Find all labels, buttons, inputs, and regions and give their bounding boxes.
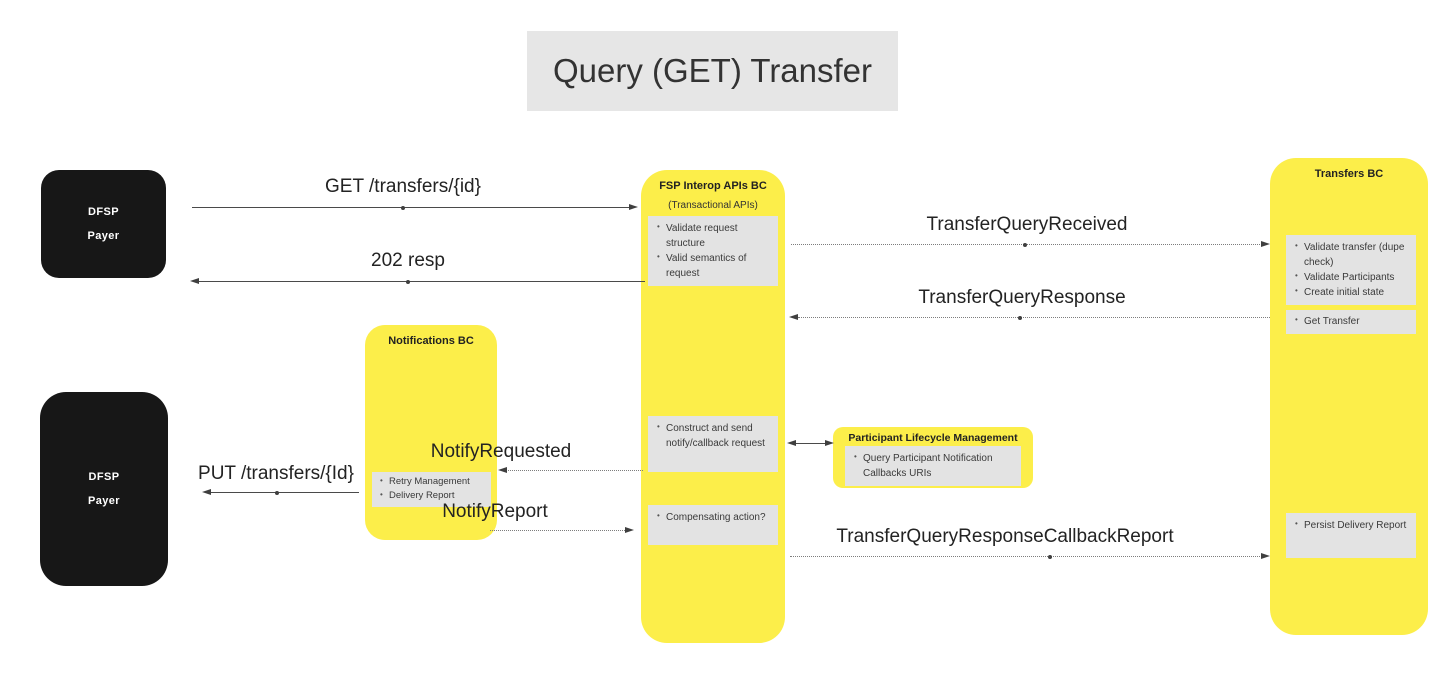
notifications-task-panel: Retry Management Delivery Report bbox=[372, 472, 491, 507]
arrowhead-left-icon bbox=[789, 314, 798, 320]
message-label-put-transfers: PUT /transfers/{Id} bbox=[198, 463, 354, 484]
task-item: Get Transfer bbox=[1290, 314, 1414, 329]
task-item: Compensating action? bbox=[652, 510, 776, 525]
arrowhead-right-icon bbox=[1261, 553, 1270, 559]
component-transfers-bc: Transfers BC Validate transfer (dupe che… bbox=[1270, 158, 1428, 635]
arrowhead-left-icon bbox=[202, 489, 211, 495]
task-item: Delivery Report bbox=[375, 489, 489, 503]
component-fsp-interop-apis-bc: FSP Interop APIs BC (Transactional APIs)… bbox=[641, 170, 785, 643]
line-midpoint-dot bbox=[1018, 316, 1022, 320]
component-title: Participant Lifecycle Management bbox=[848, 432, 1018, 444]
task-item: Validate request structure bbox=[652, 221, 776, 251]
diagram-title-banner: Query (GET) Transfer bbox=[527, 31, 898, 111]
task-item: Validate transfer (dupe check) bbox=[1290, 240, 1414, 270]
message-label-transfer-query-response: TransferQueryResponse bbox=[918, 287, 1126, 308]
transfers-persist-task-panel: Persist Delivery Report bbox=[1286, 513, 1416, 558]
arrow-fsp-plm-line bbox=[794, 443, 827, 444]
component-participant-lifecycle-management: Participant Lifecycle Management Query P… bbox=[833, 427, 1033, 488]
line-midpoint-dot bbox=[406, 280, 410, 284]
line-midpoint-dot bbox=[1048, 555, 1052, 559]
line-midpoint-dot bbox=[275, 491, 279, 495]
actor-dfsp-payer-top: DFSP Payer bbox=[41, 170, 166, 278]
fsp-validate-task-panel: Validate request structure Valid semanti… bbox=[648, 216, 778, 286]
arrow-notify-requested-line bbox=[506, 470, 643, 471]
arrow-put-transfers-line bbox=[209, 492, 359, 493]
task-item: Query Participant Notification Callbacks… bbox=[849, 451, 1005, 481]
arrowhead-right-icon bbox=[625, 527, 634, 533]
arrowhead-left-icon bbox=[787, 440, 796, 446]
arrow-transfer-query-response-line bbox=[798, 317, 1270, 318]
component-notifications-bc: Notifications BC Retry Management Delive… bbox=[365, 325, 497, 540]
arrow-202-resp-line bbox=[196, 281, 645, 282]
transfers-get-task-panel: Get Transfer bbox=[1286, 310, 1416, 334]
message-label-notify-requested: NotifyRequested bbox=[430, 441, 572, 462]
fsp-construct-task-panel: Construct and send notify/callback reque… bbox=[648, 416, 778, 472]
arrowhead-right-icon bbox=[629, 204, 638, 210]
transfers-validate-task-panel: Validate transfer (dupe check) Validate … bbox=[1286, 235, 1416, 305]
task-item: Construct and send notify/callback reque… bbox=[652, 421, 776, 451]
plm-task-panel: Query Participant Notification Callbacks… bbox=[845, 446, 1021, 486]
task-item: Validate Participants bbox=[1290, 270, 1414, 285]
actor-name-line1: DFSP bbox=[88, 206, 119, 218]
arrowhead-left-icon bbox=[190, 278, 199, 284]
fsp-compensate-task-panel: Compensating action? bbox=[648, 505, 778, 545]
component-title: Transfers BC bbox=[1314, 168, 1384, 180]
task-item: Persist Delivery Report bbox=[1290, 518, 1414, 533]
line-midpoint-dot bbox=[401, 206, 405, 210]
task-item: Retry Management bbox=[375, 475, 489, 489]
arrow-get-transfers-line bbox=[192, 207, 630, 208]
actor-name-line1: DFSP bbox=[88, 471, 120, 483]
arrow-notify-report-line bbox=[490, 530, 627, 531]
component-title: FSP Interop APIs BC bbox=[659, 180, 767, 192]
actor-name-line2: Payer bbox=[87, 230, 120, 242]
component-subtitle: (Transactional APIs) bbox=[668, 200, 758, 211]
component-title: Notifications BC bbox=[388, 335, 474, 347]
message-label-get-transfers: GET /transfers/{id} bbox=[325, 176, 481, 197]
actor-name-line2: Payer bbox=[88, 495, 120, 507]
message-label-transfer-query-response-callback-report: TransferQueryResponseCallbackReport bbox=[836, 526, 1174, 547]
actor-dfsp-payer-bottom: DFSP Payer bbox=[40, 392, 168, 586]
message-label-transfer-query-received: TransferQueryReceived bbox=[926, 214, 1128, 235]
arrowhead-left-icon bbox=[498, 467, 507, 473]
task-item: Create initial state bbox=[1290, 285, 1414, 300]
message-label-notify-report: NotifyReport bbox=[442, 501, 548, 522]
arrow-transfer-query-response-callback-report-line bbox=[790, 556, 1262, 557]
arrowhead-right-icon bbox=[1261, 241, 1270, 247]
arrowhead-right-icon bbox=[825, 440, 834, 446]
task-item: Valid semantics of request bbox=[652, 251, 776, 281]
message-label-202-resp: 202 resp bbox=[371, 250, 445, 271]
diagram-title: Query (GET) Transfer bbox=[552, 52, 873, 89]
line-midpoint-dot bbox=[1023, 243, 1027, 247]
